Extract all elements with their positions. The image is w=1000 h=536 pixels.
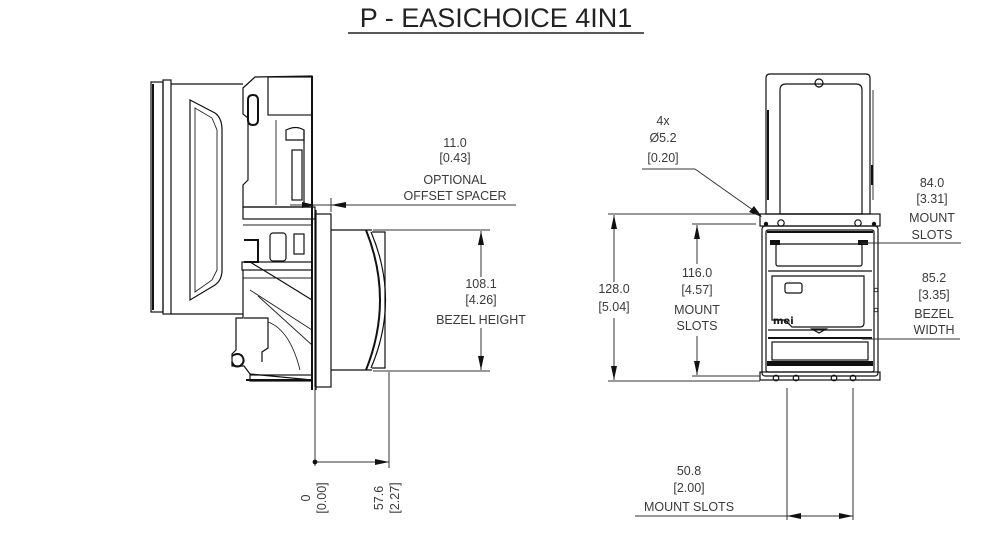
front-view-mount-flange [759, 213, 881, 227]
side-view-main-body [231, 75, 317, 390]
mount-slots-top-dimension: 84.0 [3.31] MOUNT SLOTS [862, 176, 961, 244]
offset-spacer-label-2: OFFSET SPACER [403, 189, 506, 203]
mount-slots-top-label-2: SLOTS [912, 228, 953, 242]
depth-origin-mm: 0 [299, 494, 313, 501]
hole-callout: 4x Ø5.2 [0.20] [642, 114, 762, 217]
mount-slots-vertical-mm: 116.0 [682, 266, 712, 280]
front-view-bezel: mei [759, 225, 881, 382]
mount-slots-vertical-dimension: 116.0 [4.57] MOUNT SLOTS [674, 223, 760, 377]
side-view-bezel [314, 213, 387, 388]
offset-spacer-label-1: OPTIONAL [423, 173, 486, 187]
bezel-width-inch: [3.35] [918, 288, 949, 302]
mount-slots-bottom-mm: 50.8 [677, 464, 701, 478]
drawing-title: P - EASICHOICE 4IN1 [360, 3, 633, 33]
bezel-width-mm: 85.2 [922, 271, 946, 285]
bezel-width-dimension: 85.2 [3.35] BEZEL WIDTH [862, 271, 960, 340]
front-view: mei 4x Ø5.2 [0.20] [598, 73, 961, 520]
offset-spacer-inch: [0.43] [439, 151, 470, 165]
mount-slots-vertical-label-1: MOUNT [674, 303, 720, 317]
mount-slots-top-mm: 84.0 [920, 176, 944, 190]
hole-diameter-mm: Ø5.2 [649, 131, 676, 145]
offset-spacer-dimension: 11.0 [0.43] OPTIONAL OFFSET SPACER [290, 136, 516, 212]
mount-slots-vertical-inch: [4.57] [681, 283, 712, 297]
mount-slots-vertical-label-2: SLOTS [677, 319, 718, 333]
hole-count: 4x [656, 114, 670, 128]
depth-dimension: 0 [0.00] 57.6 [2.27] [299, 372, 402, 514]
offset-spacer-mm: 11.0 [443, 136, 466, 150]
mount-hole-top-right [854, 219, 862, 227]
side-view-rear-housing [150, 79, 243, 315]
mount-slots-bottom-label: MOUNT SLOTS [644, 500, 734, 514]
bezel-height-dimension: 108.1 [4.26] BEZEL HEIGHT [373, 229, 526, 372]
depth-bezel-inch: [2.27] [388, 482, 402, 513]
mount-slots-bottom-dimension: 50.8 [2.00] MOUNT SLOTS [635, 388, 854, 520]
front-view-upper-housing [765, 73, 874, 215]
bezel-height-mm: 108.1 [465, 277, 496, 291]
overall-height-mm: 128.0 [598, 282, 629, 296]
bezel-width-label-1: BEZEL [914, 307, 954, 321]
mount-slots-top-inch: [3.31] [916, 192, 947, 206]
overall-height-dimension: 128.0 [5.04] [598, 213, 760, 382]
bezel-logo: mei [773, 316, 794, 327]
mount-slots-bottom-inch: [2.00] [673, 481, 704, 495]
bezel-width-label-2: WIDTH [914, 323, 955, 337]
bezel-height-inch: [4.26] [465, 293, 496, 307]
mount-hole-top-left [777, 219, 785, 227]
bezel-height-label: BEZEL HEIGHT [436, 313, 526, 327]
depth-origin-inch: [0.00] [315, 482, 329, 513]
depth-bezel-mm: 57.6 [372, 486, 386, 510]
hole-diameter-inch: [0.20] [647, 151, 678, 165]
side-view: 11.0 [0.43] OPTIONAL OFFSET SPACER 108.1… [150, 75, 526, 514]
overall-height-inch: [5.04] [598, 300, 629, 314]
mount-slots-top-label-1: MOUNT [909, 211, 955, 225]
